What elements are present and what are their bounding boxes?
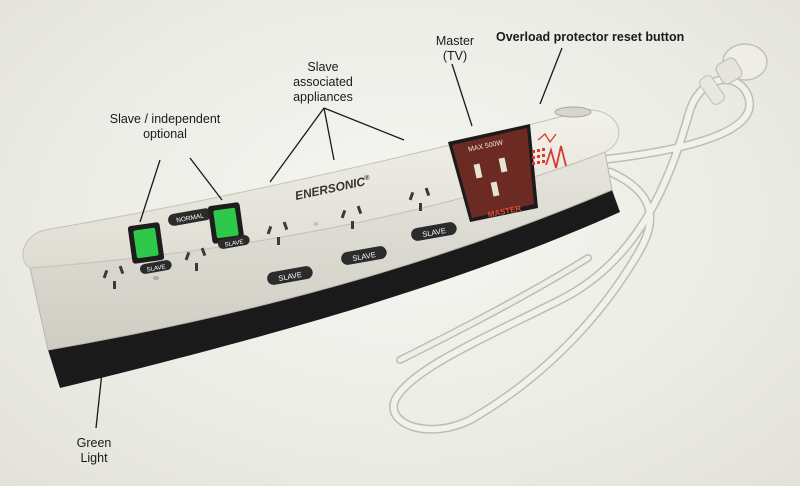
outlet-slave-1: SLAVE — [266, 221, 313, 285]
power-cord — [389, 75, 755, 434]
outlet-slave-3: SLAVE — [408, 187, 457, 241]
indicator-dot — [313, 222, 319, 226]
svg-text:SLAVE: SLAVE — [146, 264, 166, 273]
svg-text:NORMAL: NORMAL — [176, 213, 205, 225]
label-green-light: Green Light — [76, 436, 112, 465]
normal-label: NORMAL — [168, 208, 212, 226]
green-light-indicator — [153, 276, 159, 280]
svg-text:SLAVE: SLAVE — [278, 270, 303, 283]
label-slave-associated: Slave associated appliances — [293, 60, 353, 104]
svg-text:SLAVE: SLAVE — [422, 226, 447, 239]
svg-text:SLAVE: SLAVE — [224, 239, 244, 248]
power-plug — [699, 43, 768, 105]
outlet-independent-2 — [184, 247, 207, 271]
slave-switch-2[interactable]: SLAVE — [207, 202, 251, 250]
slave-switch-1[interactable]: SLAVE — [127, 222, 173, 275]
outlet-independent-1 — [102, 265, 125, 289]
surge-protection-icon — [532, 133, 567, 169]
label-master: Master (TV) — [435, 34, 475, 63]
svg-text:SLAVE: SLAVE — [352, 250, 377, 263]
label-slave-independent: Slave / independent optional — [109, 112, 221, 141]
master-outlet: MAX 500W MASTER — [448, 124, 538, 222]
outlet-slave-2: SLAVE — [340, 205, 387, 265]
label-overload: Overload protector reset button — [496, 30, 685, 44]
callout-lines — [95, 47, 563, 429]
